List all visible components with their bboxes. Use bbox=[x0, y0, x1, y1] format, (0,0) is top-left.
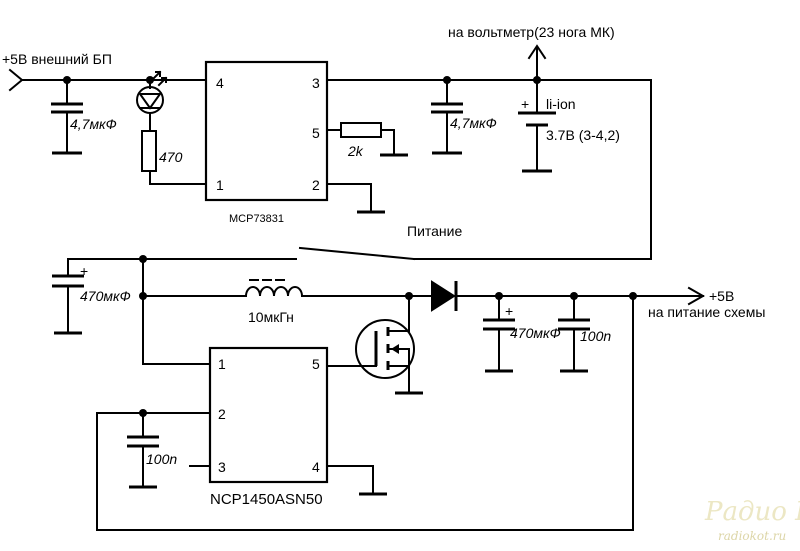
label-cap-100n-right: 100n bbox=[580, 328, 611, 344]
label-input: +5В внешний БП bbox=[2, 51, 112, 67]
capacitor-470-left bbox=[52, 258, 84, 335]
capacitor-100n-right bbox=[558, 295, 590, 373]
mosfet-icon bbox=[326, 295, 423, 395]
chip1-pin2: 2 bbox=[312, 177, 320, 193]
capacitor-100n-left bbox=[127, 412, 159, 489]
label-battery-plus: + bbox=[521, 96, 529, 112]
chip1-pin3: 3 bbox=[312, 75, 320, 91]
diode-icon bbox=[431, 280, 458, 312]
label-resistor-prog: 2k bbox=[347, 143, 364, 159]
label-cap-100n-left: 100n bbox=[146, 451, 177, 467]
label-voltmeter: на вольтметр(23 нога МК) bbox=[448, 24, 615, 40]
input-arrow-icon bbox=[8, 68, 24, 92]
label-switch: Питание bbox=[407, 223, 462, 239]
label-cap-batt: 4,7мкФ bbox=[450, 115, 497, 131]
chip1-pin1: 1 bbox=[216, 177, 224, 193]
chip1-pin4: 4 bbox=[216, 75, 224, 91]
watermark-logo: Радио КОТ bbox=[704, 497, 800, 527]
chip-mcp73831 bbox=[204, 60, 329, 202]
ground-chip1 bbox=[326, 183, 385, 214]
capacitor-input bbox=[51, 79, 83, 155]
power-switch bbox=[298, 246, 416, 261]
chip1-pin5: 5 bbox=[312, 125, 320, 141]
label-output-desc: на питание схемы bbox=[648, 304, 765, 320]
label-cap-470-right: 470мкФ bbox=[510, 325, 561, 341]
output-arrow-icon bbox=[687, 286, 706, 306]
label-chip1-name: MCP73831 bbox=[229, 213, 284, 225]
chip2-pin4: 4 bbox=[312, 459, 320, 475]
chip2-pin2: 2 bbox=[218, 406, 226, 422]
battery-icon bbox=[518, 79, 556, 173]
watermark-url: radiokot.ru bbox=[718, 529, 786, 543]
label-plus-right: + bbox=[505, 303, 513, 319]
resistor-prog bbox=[326, 122, 408, 157]
label-output-voltage: +5В bbox=[709, 288, 734, 304]
label-resistor-led: 470 bbox=[159, 149, 183, 165]
chip2-pin3: 3 bbox=[218, 459, 226, 475]
led-icon bbox=[136, 70, 168, 132]
label-inductor: 10мкГн bbox=[248, 309, 294, 325]
wire-feedback bbox=[96, 295, 634, 531]
chip2-pin5: 5 bbox=[312, 356, 320, 372]
capacitor-battery bbox=[431, 79, 463, 155]
voltmeter-arrow-icon bbox=[527, 44, 547, 81]
label-battery-type: li-ion bbox=[546, 96, 576, 112]
inductor-coil bbox=[244, 286, 304, 298]
label-cap-470-left: 470мкФ bbox=[80, 288, 131, 304]
resistor-led bbox=[141, 130, 207, 185]
label-battery-voltage: 3.7В (3-4,2) bbox=[546, 127, 620, 143]
label-chip2-name: NCP1450ASN50 bbox=[210, 491, 323, 508]
label-plus-left: + bbox=[80, 263, 88, 279]
ground-chip2 bbox=[326, 465, 387, 496]
capacitor-470-right bbox=[483, 295, 515, 373]
chip2-pin1: 1 bbox=[218, 356, 226, 372]
chip-ncp1450 bbox=[208, 346, 329, 484]
label-cap-in: 4,7мкФ bbox=[70, 116, 117, 132]
